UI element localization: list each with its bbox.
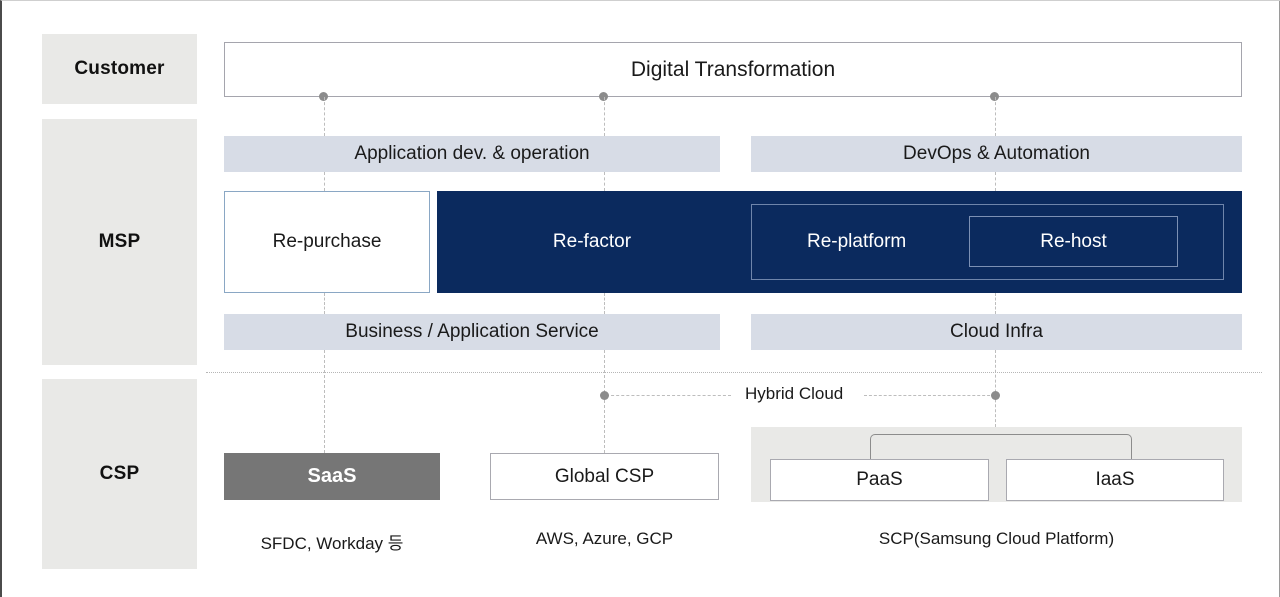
- hybrid-dot-left: [600, 391, 609, 400]
- navy-strategy-region: [437, 191, 1242, 293]
- bar-application-dev-operation: Application dev. & operation: [224, 136, 720, 172]
- layer-label-customer: Customer: [42, 34, 197, 104]
- csp-iaas-box: IaaS: [1006, 459, 1224, 501]
- connector-line-right-3: [995, 293, 996, 314]
- connector-line-right-4: [995, 350, 996, 427]
- strategy-re-platform: Re-platform: [751, 204, 1224, 280]
- connector-line-center-4: [604, 350, 605, 453]
- hybrid-dash-right: [864, 395, 995, 396]
- csp-saas-box: SaaS: [224, 453, 440, 500]
- csp-global-csp-box: Global CSP: [490, 453, 719, 500]
- strategy-re-factor: Re-factor: [552, 231, 632, 252]
- caption-scp: SCP(Samsung Cloud Platform): [878, 529, 1115, 548]
- bar-business-application-service: Business / Application Service: [224, 314, 720, 350]
- bar-cloud-infra: Cloud Infra: [751, 314, 1242, 350]
- connector-line-center-2: [604, 172, 605, 191]
- connector-line-right-1: [995, 97, 996, 136]
- connector-line-right-2: [995, 172, 996, 191]
- connector-dot-left: [319, 92, 328, 101]
- scp-bracket-connector: [870, 434, 1132, 460]
- layer-label-msp: MSP: [42, 119, 197, 365]
- connector-line-center-1: [604, 97, 605, 136]
- connector-line-left-2: [324, 172, 325, 191]
- hybrid-dot-right: [991, 391, 1000, 400]
- layer-label-csp: CSP: [42, 379, 197, 569]
- bar-devops-automation: DevOps & Automation: [751, 136, 1242, 172]
- connector-line-left-1: [324, 97, 325, 136]
- connector-line-left-3: [324, 293, 325, 314]
- connector-dot-center: [599, 92, 608, 101]
- strategy-re-purchase: Re-purchase: [224, 191, 430, 293]
- connector-dot-right: [990, 92, 999, 101]
- digital-transformation-box: Digital Transformation: [224, 42, 1242, 97]
- connector-line-center-3: [604, 293, 605, 314]
- hybrid-cloud-label: Hybrid Cloud: [735, 384, 854, 404]
- hybrid-dash-left: [606, 395, 731, 396]
- caption-global-csp: AWS, Azure, GCP: [535, 529, 674, 548]
- connector-line-left-4: [324, 350, 325, 453]
- csp-paas-box: PaaS: [770, 459, 989, 501]
- strategy-re-host: Re-host: [969, 216, 1178, 267]
- caption-saas: SFDC, Workday 등: [260, 534, 404, 553]
- hybrid-cloud-divider: [206, 372, 1262, 373]
